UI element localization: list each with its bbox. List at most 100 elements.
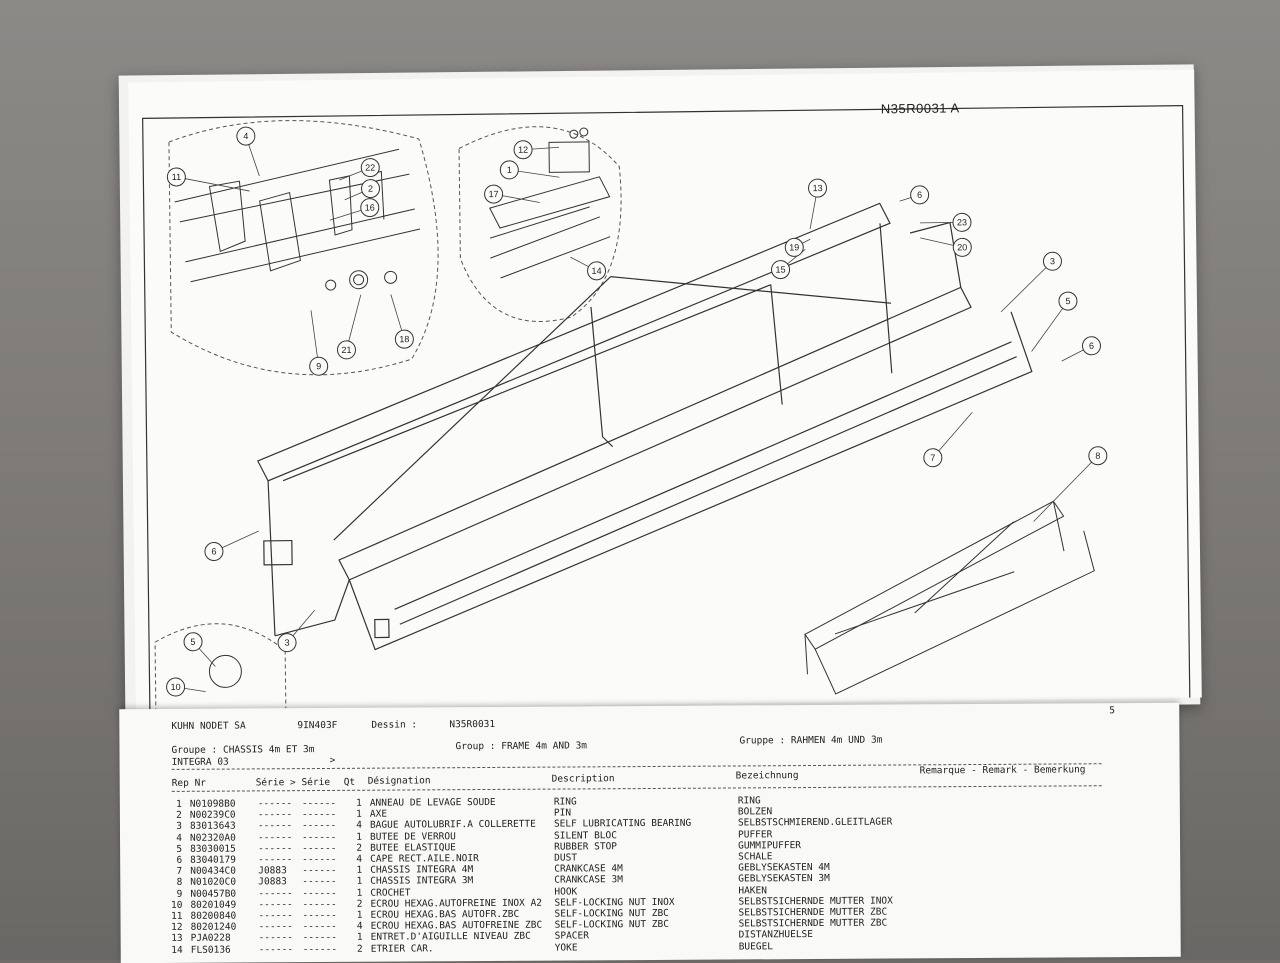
quantity: 1 (353, 932, 363, 943)
callout-22: 22 (365, 163, 375, 173)
serie-to: ------ (303, 921, 337, 932)
callout-6c: 6 (211, 546, 216, 556)
serie-to: ------ (302, 820, 336, 831)
rep-number: 12 (161, 922, 183, 933)
serie-from: ------ (258, 854, 292, 865)
rep-number: 11 (160, 911, 182, 922)
callout-2: 2 (368, 184, 373, 194)
doc-code: 9IN403F (297, 720, 337, 731)
part-number: 83030015 (190, 843, 236, 854)
serie-to: ------ (303, 932, 337, 943)
serie-from: J0883 (258, 865, 287, 876)
designation-fr: CROCHET (370, 887, 410, 898)
quantity: 1 (352, 876, 362, 887)
serie-to: ------ (302, 865, 336, 876)
drawing-code: N35R0031 A (881, 100, 960, 116)
rep-number: 4 (160, 832, 182, 843)
bezeichnung-de: BUEGEL (739, 941, 773, 952)
model-name: INTEGRA 03 (172, 757, 229, 768)
description-en: CRANKCASE 3M (554, 875, 623, 886)
bezeichnung-de: HAKEN (738, 885, 767, 896)
callout-1: 1 (507, 165, 512, 175)
description-en: SILENT BLOC (554, 830, 617, 841)
description-en: RUBBER STOP (554, 841, 617, 852)
serie-to: ------ (302, 910, 336, 921)
description-en: RING (554, 796, 577, 807)
serie-from: ------ (258, 809, 292, 820)
col-description: Description (552, 773, 615, 784)
serie-to: ------ (302, 876, 336, 887)
callout-7: 7 (930, 453, 935, 463)
designation-fr: CAPE RECT.AILE.NOIR (370, 853, 479, 865)
designation-fr: AXE (370, 809, 387, 820)
quantity: 1 (352, 910, 362, 921)
rep-number: 14 (161, 944, 183, 955)
group-en: Group : FRAME 4m AND 3m (455, 740, 587, 752)
rep-number: 6 (160, 855, 182, 866)
serie-from: J0883 (258, 877, 287, 888)
serie-to: ------ (302, 832, 336, 843)
part-number: N01020C0 (190, 877, 236, 888)
part-number: 80201240 (191, 922, 237, 933)
description-en: SELF LUBRICATING BEARING (554, 818, 691, 830)
bezeichnung-de: GEBLYSEKASTEN 3M (738, 873, 830, 885)
part-number: 83040179 (190, 855, 236, 866)
rep-number: 2 (160, 810, 182, 821)
part-number: N01098B0 (190, 799, 236, 810)
designation-fr: CHASSIS INTEGRA 4M (370, 864, 473, 876)
quantity: 1 (352, 865, 362, 876)
serie-from: ------ (258, 832, 292, 843)
designation-fr: ETRIER CAR. (371, 943, 434, 954)
description-en: SELF-LOCKING NUT ZBC (555, 919, 669, 931)
callout-15: 15 (775, 265, 785, 275)
rep-number: 1 (160, 799, 182, 810)
model-mark: > (330, 755, 336, 766)
serie-from: ------ (259, 921, 293, 932)
dessin-value: N35R0031 (449, 719, 495, 730)
bezeichnung-de: PUFFER (738, 829, 772, 840)
callout-18: 18 (399, 334, 409, 344)
callout-23: 23 (957, 217, 967, 227)
part-number: PJA0228 (191, 933, 231, 944)
callout-21: 21 (341, 345, 351, 355)
serie-to: ------ (302, 899, 336, 910)
col-designation: Désignation (368, 775, 431, 786)
rep-number: 8 (160, 877, 182, 888)
rep-number: 10 (160, 900, 182, 911)
designation-fr: CHASSIS INTEGRA 3M (370, 875, 473, 887)
rep-number: 7 (160, 866, 182, 877)
quantity: 1 (352, 887, 362, 898)
callout-8: 8 (1095, 451, 1100, 461)
drawing-page: 4 11 22 2 16 12 1 17 13 6 23 19 20 15 3 … (128, 70, 1202, 711)
bezeichnung-de: SCHALE (738, 851, 772, 862)
serie-to: ------ (302, 843, 336, 854)
col-remarque: Remarque - Remark - Bemerkung (920, 764, 1086, 776)
part-number: N00434C0 (190, 866, 236, 877)
callout-markers: 4 11 22 2 16 12 1 17 13 6 23 19 20 15 3 … (160, 117, 1110, 696)
serie-from: ------ (258, 843, 292, 854)
description-en: SPACER (555, 931, 589, 942)
serie-from: ------ (258, 888, 292, 899)
description-en: YOKE (555, 942, 578, 953)
gruppe-de: Gruppe : RAHMEN 4m UND 3m (739, 735, 882, 747)
quantity: 4 (353, 921, 363, 932)
callout-11: 11 (172, 172, 181, 182)
callout-10: 10 (171, 682, 181, 692)
bezeichnung-de: SELBSTSICHERNDE MUTTER ZBC (738, 907, 887, 919)
designation-fr: ECROU HEXAG.BAS AUTOFREINE ZBC (371, 920, 543, 932)
designation-fr: BAGUE AUTOLUBRIF.A COLLERETTE (370, 819, 536, 831)
callout-19: 19 (789, 242, 799, 252)
serie-from: ------ (258, 798, 292, 809)
callout-20: 20 (957, 242, 967, 252)
serie-to: ------ (302, 798, 336, 809)
quantity: 2 (353, 943, 363, 954)
groupe-fr: Groupe : CHASSIS 4m ET 3m (171, 744, 314, 756)
rep-number: 5 (160, 844, 182, 855)
part-number: 80200840 (190, 911, 236, 922)
callout-3: 3 (1050, 256, 1055, 266)
callout-6b: 6 (1089, 341, 1094, 351)
callout-5b: 5 (190, 637, 195, 647)
description-en: CRANKCASE 4M (554, 863, 623, 874)
bezeichnung-de: DISTANZHUELSE (739, 929, 813, 940)
description-en: DUST (554, 852, 577, 863)
